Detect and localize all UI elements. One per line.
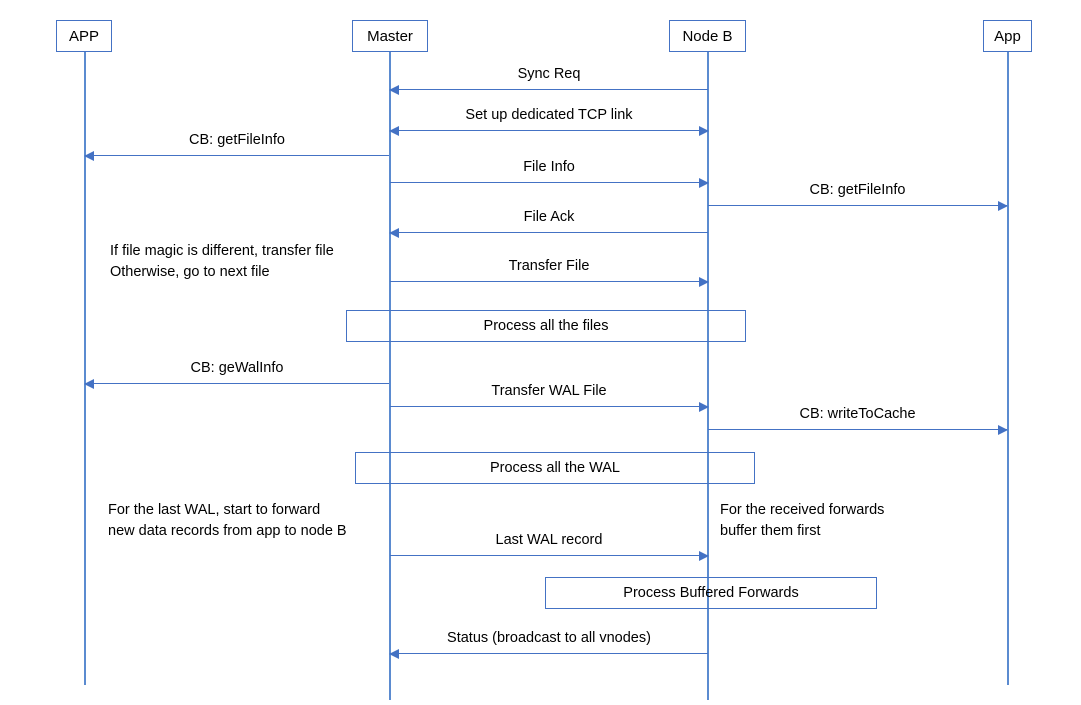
process-box-buffered-forwards[interactable]: Process Buffered Forwards: [545, 577, 877, 609]
message-label: CB: getFileInfo: [809, 182, 906, 198]
note-buffer-forwards: For the received forwards buffer them fi…: [720, 502, 885, 540]
arrowhead-right-icon: [699, 550, 709, 561]
message-line: [85, 383, 389, 385]
arrowhead-right-icon: [699, 125, 709, 136]
message-line: [85, 155, 389, 157]
actor-box-app-right[interactable]: App: [983, 20, 1032, 52]
note-last-wal-forward: For the last WAL, start to forward new d…: [108, 502, 347, 540]
message-label: Transfer WAL File: [491, 383, 607, 399]
lifeline-app-right: [1007, 52, 1009, 685]
message-line: [390, 555, 708, 557]
message-label: Sync Req: [517, 66, 581, 82]
lifeline-node-b: [707, 52, 709, 700]
message-line: [390, 232, 708, 234]
message-line: [390, 406, 708, 408]
message-label: File Info: [523, 159, 575, 175]
process-box-all-wal[interactable]: Process all the WAL: [355, 452, 755, 484]
message-line: [390, 653, 708, 655]
message-label: CB: writeToCache: [799, 406, 916, 422]
message-label: Transfer File: [508, 258, 590, 274]
message-line: [390, 281, 708, 283]
process-box-all-files[interactable]: Process all the files: [346, 310, 746, 342]
actor-box-app-left[interactable]: APP: [56, 20, 112, 52]
message-label: Last WAL record: [495, 532, 603, 548]
actor-label-app-right: App: [994, 27, 1021, 45]
actor-label-node-b: Node B: [682, 27, 733, 45]
process-box-label: Process all the files: [483, 318, 609, 334]
actor-label-master: Master: [367, 27, 413, 45]
message-label: CB: geWalInfo: [190, 360, 284, 376]
actor-box-master[interactable]: Master: [352, 20, 428, 52]
note-file-magic: If file magic is different, transfer fil…: [110, 243, 334, 281]
arrowhead-left-icon: [389, 125, 399, 136]
arrowhead-right-icon: [998, 200, 1008, 211]
arrowhead-right-icon: [699, 177, 709, 188]
arrowhead-left-icon: [389, 227, 399, 238]
message-line: [708, 205, 1007, 207]
actor-label-app-left: APP: [68, 27, 99, 45]
message-line: [390, 182, 708, 184]
message-line: [390, 89, 708, 91]
arrowhead-left-icon: [84, 378, 94, 389]
arrowhead-right-icon: [699, 276, 709, 287]
lifeline-app-left: [84, 52, 86, 685]
message-label: File Ack: [523, 209, 575, 225]
arrowhead-right-icon: [699, 401, 709, 412]
message-line: [390, 130, 708, 132]
arrowhead-left-icon: [389, 84, 399, 95]
arrowhead-right-icon: [998, 424, 1008, 435]
message-label: Set up dedicated TCP link: [465, 107, 633, 123]
arrowhead-left-icon: [389, 648, 399, 659]
message-label: Status (broadcast to all vnodes): [447, 630, 651, 646]
message-label: CB: getFileInfo: [189, 132, 285, 148]
arrowhead-left-icon: [84, 150, 94, 161]
message-line: [708, 429, 1007, 431]
lifeline-master: [389, 52, 391, 700]
process-box-label: Process Buffered Forwards: [623, 585, 799, 601]
actor-box-node-b[interactable]: Node B: [669, 20, 746, 52]
process-box-label: Process all the WAL: [489, 460, 620, 476]
